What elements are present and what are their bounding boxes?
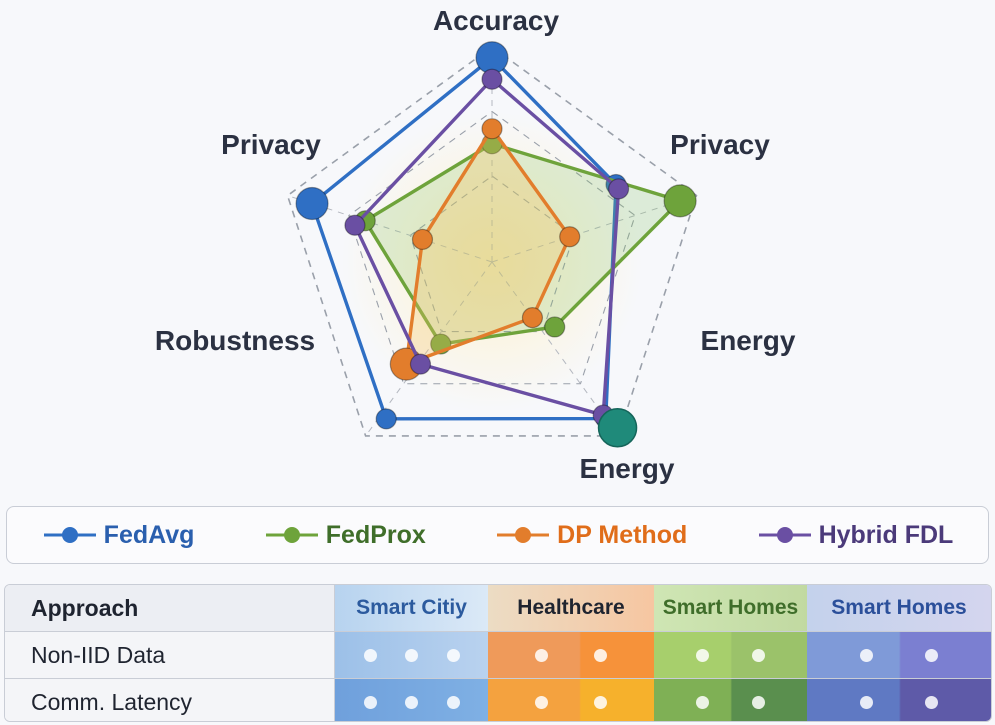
data-point: [411, 228, 434, 251]
energy-highlight-point: [597, 408, 638, 448]
grid-ring: [286, 46, 698, 437]
data-point: [481, 118, 503, 140]
legend-label: Hybrid FDL: [818, 520, 954, 549]
cell-dot: [594, 648, 608, 662]
table-row: Comm. Latency: [5, 678, 991, 721]
data-point: [295, 186, 329, 221]
data-point: [375, 408, 397, 430]
cell-dot: [696, 648, 710, 662]
legend-item-hybrid-fdl: Hybrid FDL: [757, 520, 954, 550]
cell-dot: [534, 695, 548, 709]
series-polygon: [353, 77, 621, 417]
data-point: [409, 353, 432, 375]
approach-table: Approach Smart Citiy Healthcare Smart Ho…: [4, 584, 992, 722]
column-healthcare: Healthcare: [488, 585, 654, 631]
radar-series: [295, 41, 697, 448]
cell-smart-homes-green: [654, 632, 807, 678]
cell-dot: [446, 648, 460, 662]
row-label-non-iid: Non-IID Data: [5, 632, 335, 678]
chart-legend: FedAvg FedProx DP Method Hybrid FDL: [6, 506, 989, 564]
data-point: [344, 214, 366, 236]
axis-label: Energy: [701, 325, 796, 356]
cell-dot: [405, 695, 418, 709]
legend-dot: [515, 527, 532, 543]
data-point: [544, 316, 566, 338]
cell-smart-city: [335, 679, 488, 721]
legend-item-fedavg: FedAvg: [42, 520, 195, 550]
table-header-row: Approach Smart Citiy Healthcare Smart Ho…: [5, 585, 991, 631]
data-point: [663, 184, 697, 218]
cell-dot: [925, 648, 939, 662]
cell-dot: [696, 695, 710, 709]
data-point: [608, 178, 630, 200]
axis-label: Privacy: [670, 129, 770, 160]
cell-dot: [925, 695, 939, 709]
legend-item-fedprox: FedProx: [264, 521, 426, 550]
legend-marker-icon: [497, 527, 550, 543]
series-polygon: [310, 56, 618, 421]
legend-dot: [61, 527, 78, 543]
column-smart-homes-green: Smart Homes: [654, 585, 807, 631]
axis-label: Robustness: [155, 325, 315, 356]
cell-healthcare: [488, 679, 654, 721]
row-label-comm-latency: Comm. Latency: [5, 679, 335, 721]
axis-label: Accuracy: [433, 5, 560, 36]
legend-item-dp-method: DP Method: [495, 521, 687, 550]
data-point: [481, 68, 503, 90]
table-row: Non-IID Data: [5, 631, 991, 678]
cell-smart-homes-blue: [807, 679, 991, 721]
column-smart-homes-blue: Smart Homes: [807, 585, 991, 631]
axis-label: Privacy: [221, 129, 321, 160]
legend-dot: [283, 527, 300, 543]
cell-dot: [405, 648, 418, 662]
data-point: [521, 307, 544, 329]
cell-smart-homes-green: [654, 679, 807, 721]
legend-marker-icon: [265, 527, 318, 543]
series-polygon: [363, 142, 682, 346]
radar-axis-labels: AccuracyPrivacyEnergyEnergyRobustnessPri…: [155, 5, 796, 484]
cell-smart-homes-blue: [807, 632, 991, 678]
legend-dot: [776, 527, 793, 543]
legend-label: FedAvg: [103, 520, 195, 549]
cell-dot: [363, 695, 377, 709]
legend-label: FedProx: [325, 520, 426, 549]
cell-dot: [363, 648, 377, 662]
cell-dot: [751, 695, 765, 709]
cell-dot: [534, 648, 548, 662]
legend-marker-icon: [43, 527, 96, 543]
series-dp-method: [389, 118, 581, 381]
cell-smart-city: [335, 632, 488, 678]
cell-dot: [859, 695, 873, 709]
radar-chart: AccuracyPrivacyEnergyEnergyRobustnessPri…: [155, 5, 796, 484]
cell-dot: [751, 648, 765, 662]
series-polygon: [404, 126, 572, 366]
axis-label: Energy: [580, 453, 675, 484]
cell-healthcare: [488, 632, 654, 678]
table-header-label: Approach: [5, 585, 335, 631]
data-point: [559, 226, 581, 248]
legend-marker-icon: [758, 527, 811, 543]
column-smart-city: Smart Citiy: [335, 585, 488, 631]
legend-label: DP Method: [557, 520, 688, 549]
cell-dot: [594, 695, 608, 709]
cell-dot: [859, 648, 873, 662]
cell-dot: [446, 695, 460, 709]
